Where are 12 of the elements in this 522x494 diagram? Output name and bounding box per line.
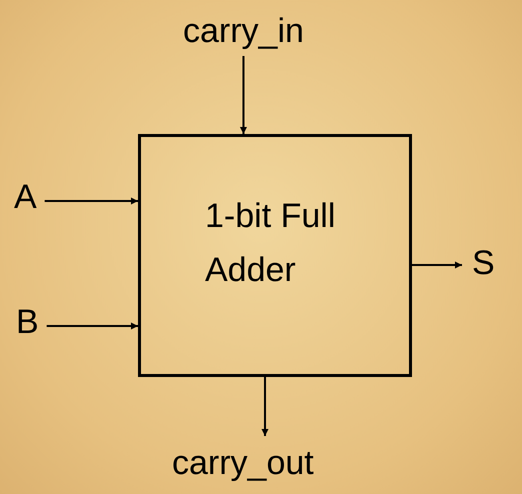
signal-label: B [16, 305, 39, 339]
process-block [138, 134, 412, 377]
arrow [262, 377, 268, 436]
arrow [412, 262, 462, 268]
arrow [46, 322, 138, 330]
signal-label: carry_in [183, 14, 304, 48]
arrow [44, 198, 138, 204]
signal-label: carry_out [172, 446, 314, 480]
block-label: 1-bit Full Adder [205, 196, 336, 291]
signal-label: A [14, 180, 37, 214]
signal-label: S [472, 246, 495, 280]
arrow [240, 56, 247, 134]
